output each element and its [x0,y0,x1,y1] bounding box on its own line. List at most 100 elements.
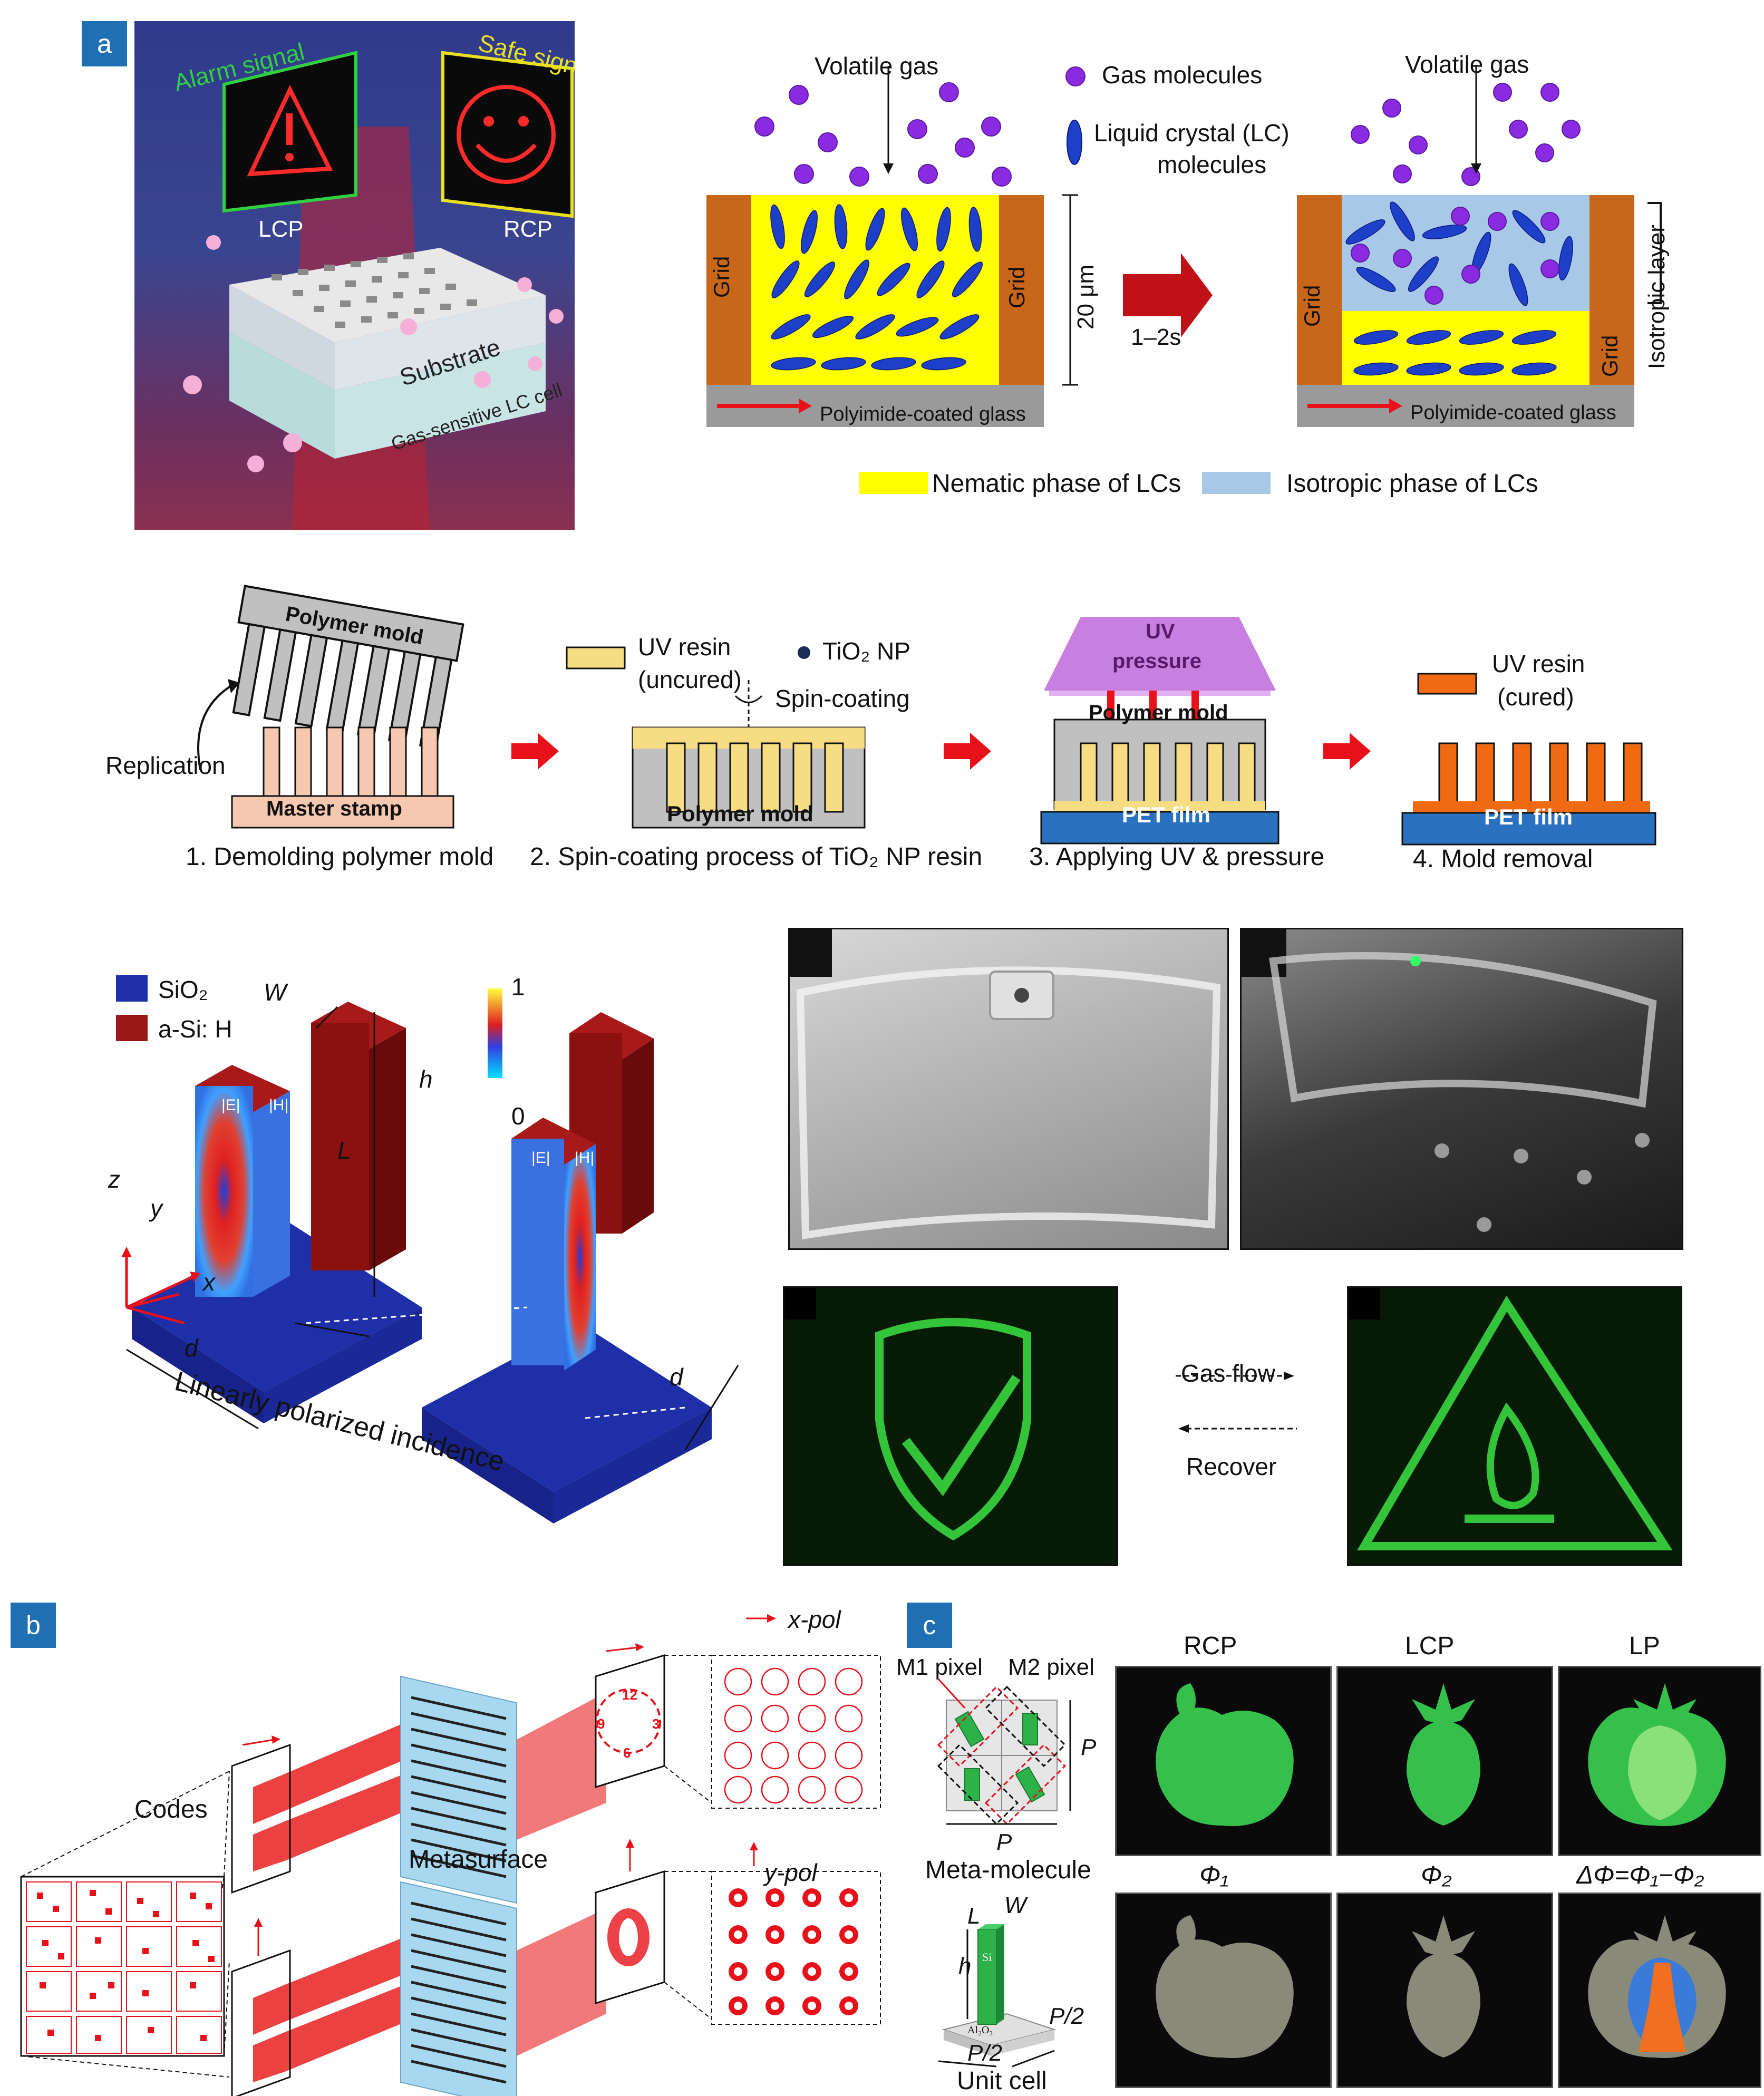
volatile-gas-left: Volatile gas [815,52,939,80]
step4-caption: 4. Mold removal [1413,845,1593,873]
clock-6: 6 [623,1745,631,1761]
legend-nematic: Nematic phase of LCs [932,470,1181,498]
holo-rcp [1115,1666,1332,1856]
lc-schematic [706,66,1662,494]
asi-legend: a-Si: H [158,1015,232,1043]
col-phi1: Φ₁ [1199,1861,1229,1889]
panel-label-a: a [82,21,127,66]
grid-label-2: Grid [1004,266,1029,308]
scale-min: 0 [511,1102,525,1130]
phase-phi2 [1336,1893,1553,2088]
y-axis: y [150,1195,162,1222]
pet-film-label-2: PET film [1484,804,1573,829]
recover-label: Recover [1186,1453,1277,1480]
l-label: L [337,1137,351,1164]
phase-phi2-art [1407,1915,1480,2058]
isotropic-layer-label: Isotropic layer [1644,225,1670,369]
m2-pixel-label: M2 pixel [1008,1654,1094,1680]
glass-label-left: Polyimide-coated glass [820,403,1026,425]
grid-label-1: Grid [709,256,734,298]
rcp-label: RCP [503,216,553,242]
step1-caption: 1. Demolding polymer mold [186,843,494,871]
master-stamp-label: Master stamp [266,797,402,820]
meta-molecule-label: Meta-molecule [925,1856,1091,1884]
pet-film-label-1: PET film [1122,802,1211,827]
unit-cell-label: Unit cell [957,2067,1047,2095]
p-bottom-label: P [996,1829,1012,1855]
col-lcp: LCP [1405,1632,1455,1660]
uv-resin-cured-1: UV resin [1492,650,1585,677]
uv-resin-uncured-2: (uncured) [638,666,742,693]
lc-molecules-legend-2: molecules [1157,151,1267,178]
w-label: W [264,978,287,1006]
grid-label-3: Grid [1300,285,1324,327]
polymer-mold-label-2: Polymer mold [667,801,813,826]
clock-12: 12 [622,1687,637,1703]
fabrication-process [197,585,1656,846]
thickness-label: 20 μm [1073,264,1099,329]
d-left: d [185,1334,198,1362]
tio2-np-label: TiO₂ NP [822,637,910,665]
gas-molecules-legend: Gas molecules [1102,61,1263,89]
col-rcp: RCP [1184,1632,1237,1660]
col-lp: LP [1629,1632,1660,1660]
grid-label-4: Grid [1597,335,1622,377]
gas-flow-arrows [1176,1372,1297,1433]
uc-h-label: h [958,1953,972,1979]
goggle-photo-2-art [1242,929,1657,1232]
phase-phi1 [1115,1893,1332,2088]
uv-resin-uncured-1: UV resin [638,633,731,661]
uc-l-label: L [967,1903,981,1929]
uv-resin-cured-2: (cured) [1497,683,1574,711]
m1-pixel-label: M1 pixel [896,1654,983,1680]
goggle-photo-1 [788,928,1229,1250]
meta-sim [116,975,739,1524]
hologram-warning [1347,1286,1682,1566]
holo-lcp-art [1407,1683,1480,1826]
col-dphi: ΔΦ=Φ₁−Φ₂ [1576,1861,1704,1889]
al2o3-label: Al₂O₃ [967,2024,993,2036]
panel-c-schematic [937,1678,1071,2068]
panel-label-b: b [11,1603,56,1648]
spin-coating-label: Spin-coating [775,685,910,712]
phase-dphi [1558,1893,1761,2088]
p-half-bottom: P/2 [967,2040,1003,2066]
holo-lcp [1336,1666,1553,1856]
step3-caption: 3. Applying UV & pressure [1029,843,1325,871]
x-axis: x [203,1268,215,1296]
panel-b-art [20,1614,881,2096]
polymer-mold-label-3: Polymer mold [1089,701,1228,724]
lc-cell-render: Alarm signal Safe signal LCP RCP Substra… [134,21,575,530]
phase-phi1-art [1156,1915,1294,2058]
hologram-check-art [784,1288,1031,1541]
panel-label-c: c [907,1603,952,1648]
hologram-warning-art [1349,1288,1673,1550]
hologram-check [783,1286,1118,1566]
metasurface-label: Metasurface [409,1846,548,1874]
lc-cell-render-art [183,51,574,530]
volatile-gas-right: Volatile gas [1405,51,1529,78]
clock-3: 3 [652,1716,660,1732]
x-pol-label: x-pol [788,1606,841,1633]
uv-label: UV [1146,620,1175,643]
time-label: 1–2s [1131,324,1181,350]
uc-w-label: W [1004,1893,1026,1918]
legend-isotropic: Isotropic phase of LCs [1286,470,1538,498]
sio2-legend: SiO₂ [158,976,208,1003]
e-field-right: |E| [531,1149,550,1167]
e-field-left: |E| [221,1096,240,1114]
h-field-right: |H| [575,1149,595,1167]
h-field-left: |H| [269,1096,289,1114]
clock-9: 9 [597,1716,605,1732]
holo-lp-art [1588,1683,1726,1826]
col-phi2: Φ₂ [1421,1861,1452,1889]
p-right-label: P [1081,1734,1097,1760]
si-label: Si [982,1951,992,1964]
replication-label: Replication [105,752,226,779]
goggle-photo-2 [1240,928,1683,1250]
step2-caption: 2. Spin-coating process of TiO₂ NP resin [530,843,983,871]
y-pol-label: y-pol [764,1859,817,1886]
d-right: d [670,1363,683,1391]
holo-lp [1558,1666,1761,1856]
goggle-photo-1-art [790,929,1221,1240]
